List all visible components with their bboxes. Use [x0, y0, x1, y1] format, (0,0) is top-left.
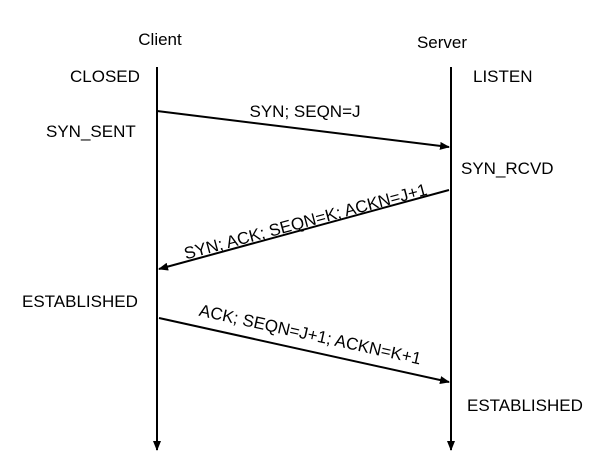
- server-state-listen: LISTEN: [473, 67, 533, 86]
- message-arrow-syn: [156, 110, 450, 150]
- client-state-closed: CLOSED: [70, 67, 140, 86]
- message-label-syn: SYN; SEQN=J: [249, 102, 360, 121]
- client-state-established: ESTABLISHED: [22, 292, 138, 311]
- message-label-syn-ack: SYN; ACK; SEQN=K; ACKN=J+1: [182, 180, 429, 263]
- server-state-syn-rcvd: SYN_RCVD: [461, 159, 554, 178]
- server-state-established: ESTABLISHED: [467, 396, 583, 415]
- message-arrow-ack: [158, 317, 450, 384]
- server-label: Server: [417, 33, 467, 52]
- message-arrow-syn-ack: [158, 189, 450, 271]
- client-state-syn-sent: SYN_SENT: [46, 122, 136, 141]
- client-label: Client: [138, 30, 182, 49]
